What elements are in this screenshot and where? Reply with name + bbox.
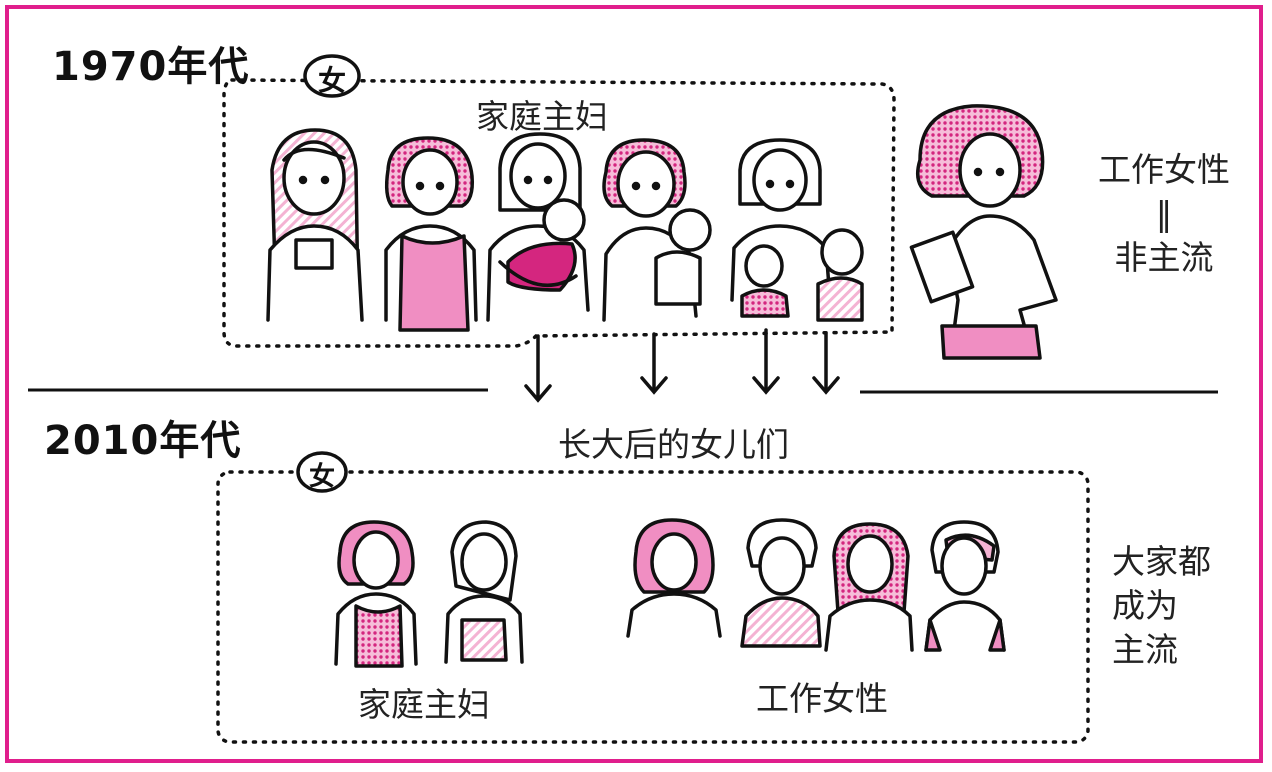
side-line-3: 主流 xyxy=(1112,630,1178,669)
transition-label: 长大后的女儿们 xyxy=(558,425,789,464)
non-mainstream-label: 非主流 xyxy=(1114,238,1214,277)
female-badge-2010-text: 女 xyxy=(309,462,336,492)
arrow-4 xyxy=(812,332,840,395)
era-1970-label: 1970年代 xyxy=(52,44,250,90)
working-2010-figure-3 xyxy=(824,522,914,652)
working-2010-label: 工作女性 xyxy=(756,679,888,718)
side-line-1: 大家都 xyxy=(1112,542,1211,581)
female-badge-1970-text: 女 xyxy=(318,64,347,97)
housewife-2010-figure-1 xyxy=(334,520,418,668)
box-2010 xyxy=(216,470,1090,744)
housewife-2010-label: 家庭主妇 xyxy=(358,685,490,724)
equals-sign: ‖ xyxy=(1155,194,1173,233)
housewife-figure-4 xyxy=(602,138,712,322)
working-woman-1970-label: 工作女性 ‖ 非主流 xyxy=(1098,148,1230,280)
working-woman-line1: 工作女性 xyxy=(1098,150,1230,189)
female-badge-1970 xyxy=(303,54,361,98)
box-1970 xyxy=(222,78,896,348)
outer-frame xyxy=(5,5,1263,763)
side-line-2: 成为 xyxy=(1112,586,1178,625)
housewife-figure-3 xyxy=(486,132,590,322)
housewife-1970-label: 家庭主妇 xyxy=(476,97,608,136)
housewife-figure-5 xyxy=(730,138,864,322)
housewife-figure-2 xyxy=(384,136,478,332)
era-2010-label: 2010年代 xyxy=(44,418,242,464)
housewife-figure-1 xyxy=(266,128,364,322)
working-2010-figure-2 xyxy=(740,518,822,648)
working-2010-figure-1 xyxy=(626,518,722,638)
arrow-3 xyxy=(752,328,780,395)
everyone-mainstream-text: 大家都 成为 主流 xyxy=(1112,540,1211,672)
arrow-1 xyxy=(524,334,552,403)
housewife-2010-figure-2 xyxy=(444,520,524,664)
working-woman-figure xyxy=(909,104,1058,360)
working-2010-figure-4 xyxy=(924,520,1006,652)
female-badge-2010 xyxy=(296,451,348,493)
arrow-2 xyxy=(640,332,668,395)
